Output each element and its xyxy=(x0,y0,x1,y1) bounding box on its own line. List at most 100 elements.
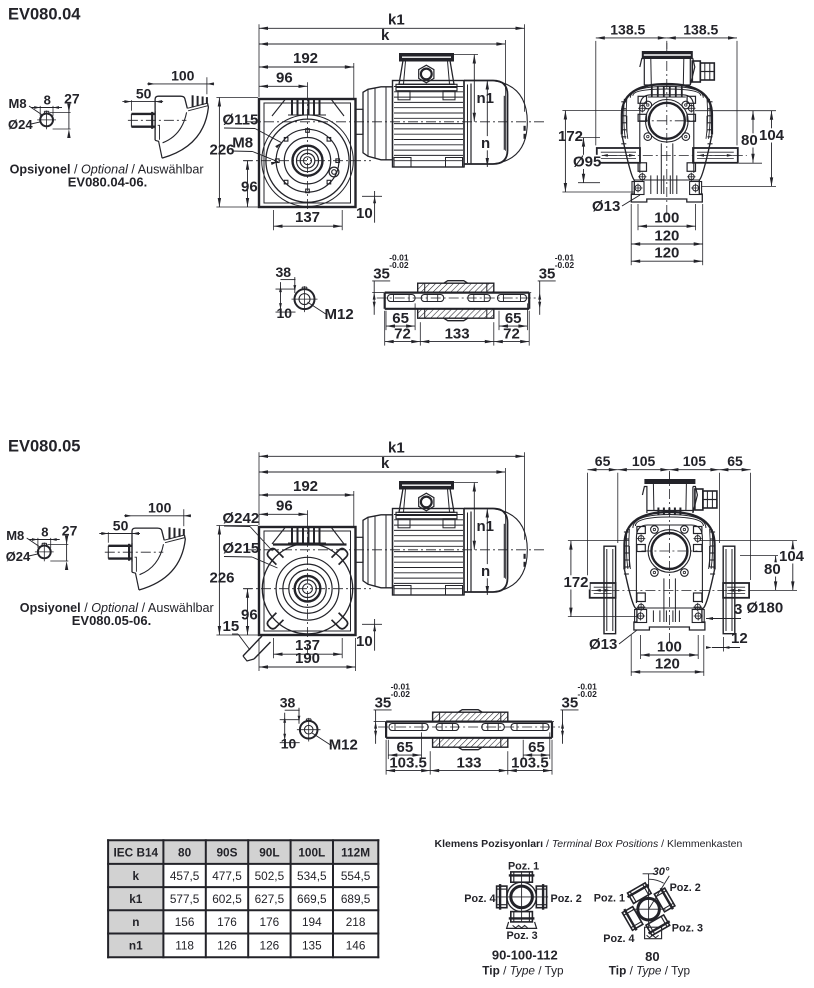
svg-text:133: 133 xyxy=(456,755,481,772)
svg-text:M8: M8 xyxy=(232,135,253,152)
svg-text:M12: M12 xyxy=(325,306,354,323)
svg-text:35: 35 xyxy=(539,265,556,282)
svg-text:126: 126 xyxy=(217,939,237,953)
svg-text:n1: n1 xyxy=(477,90,495,107)
svg-text:100: 100 xyxy=(171,67,195,83)
svg-text:100L: 100L xyxy=(298,845,325,859)
svg-text:65: 65 xyxy=(528,739,545,756)
svg-text:120: 120 xyxy=(654,227,679,244)
svg-text:138.5: 138.5 xyxy=(610,22,645,38)
svg-text:35: 35 xyxy=(375,694,392,711)
svg-text:-0.01: -0.01 xyxy=(555,252,575,262)
svg-text:Tip / Type / Typ: Tip / Type / Typ xyxy=(482,964,564,978)
svg-text:103.5: 103.5 xyxy=(389,755,427,772)
svg-text:80: 80 xyxy=(645,949,659,964)
svg-text:-0.02: -0.02 xyxy=(578,689,598,699)
svg-text:689,5: 689,5 xyxy=(341,892,371,906)
svg-text:226: 226 xyxy=(210,570,235,587)
svg-text:100: 100 xyxy=(148,499,172,515)
svg-text:k: k xyxy=(381,27,390,44)
svg-text:EV080.05-06.: EV080.05-06. xyxy=(72,613,152,628)
svg-text:Ø115: Ø115 xyxy=(223,112,259,129)
svg-text:Opsiyonel / Optional / Auswähl: Opsiyonel / Optional / Auswählbar xyxy=(10,163,204,177)
svg-text:118: 118 xyxy=(175,939,194,953)
svg-text:80: 80 xyxy=(764,561,781,578)
svg-text:502,5: 502,5 xyxy=(255,869,285,883)
svg-text:n: n xyxy=(481,135,490,152)
svg-text:90S: 90S xyxy=(217,845,238,859)
svg-text:38: 38 xyxy=(280,695,296,711)
svg-text:146: 146 xyxy=(346,939,366,953)
svg-text:EV080.05: EV080.05 xyxy=(8,438,80,456)
svg-text:Ø215: Ø215 xyxy=(223,540,260,557)
svg-text:120: 120 xyxy=(654,245,679,262)
svg-text:-0.01: -0.01 xyxy=(578,681,598,691)
svg-text:-0.02: -0.02 xyxy=(391,689,411,699)
svg-text:120: 120 xyxy=(655,655,680,672)
svg-text:k: k xyxy=(133,869,140,883)
svg-text:137: 137 xyxy=(295,209,320,226)
svg-text:Poz. 1: Poz. 1 xyxy=(594,893,625,905)
svg-text:90L: 90L xyxy=(259,845,279,859)
svg-text:457,5: 457,5 xyxy=(170,869,200,883)
svg-text:27: 27 xyxy=(64,90,80,106)
svg-text:-0.02: -0.02 xyxy=(555,260,575,270)
svg-text:65: 65 xyxy=(727,453,743,469)
svg-text:192: 192 xyxy=(293,50,318,67)
svg-text:Poz. 3: Poz. 3 xyxy=(506,930,537,942)
svg-text:103.5: 103.5 xyxy=(511,755,549,772)
svg-text:IEC B14: IEC B14 xyxy=(114,845,159,859)
svg-text:135: 135 xyxy=(302,939,322,953)
svg-text:35: 35 xyxy=(373,265,390,282)
svg-text:8: 8 xyxy=(44,92,51,107)
svg-text:156: 156 xyxy=(175,915,195,929)
svg-text:M8: M8 xyxy=(6,528,24,543)
svg-text:50: 50 xyxy=(113,517,129,533)
svg-text:96: 96 xyxy=(241,607,258,624)
svg-text:k1: k1 xyxy=(388,11,405,28)
svg-text:72: 72 xyxy=(503,326,520,343)
svg-text:-0.01: -0.01 xyxy=(389,252,409,262)
svg-text:-0.02: -0.02 xyxy=(389,260,409,270)
svg-text:15: 15 xyxy=(223,618,240,635)
svg-text:226: 226 xyxy=(210,142,235,159)
svg-text:554,5: 554,5 xyxy=(341,869,371,883)
svg-text:Poz. 4: Poz. 4 xyxy=(603,933,634,945)
svg-text:n1: n1 xyxy=(129,939,143,953)
svg-text:EV080.04: EV080.04 xyxy=(8,6,81,24)
svg-text:96: 96 xyxy=(241,179,258,196)
svg-text:k: k xyxy=(381,455,390,472)
svg-text:38: 38 xyxy=(276,264,292,280)
svg-text:Ø13: Ø13 xyxy=(589,636,617,653)
svg-text:n: n xyxy=(132,915,139,929)
svg-text:Poz. 4: Poz. 4 xyxy=(464,893,495,905)
svg-text:Ø95: Ø95 xyxy=(573,154,601,171)
svg-text:65: 65 xyxy=(505,310,522,327)
svg-text:112M: 112M xyxy=(341,845,370,859)
svg-text:10: 10 xyxy=(277,305,293,321)
svg-text:Poz. 3: Poz. 3 xyxy=(672,922,703,934)
svg-text:172: 172 xyxy=(558,128,583,145)
svg-text:10: 10 xyxy=(356,633,373,650)
svg-text:n1: n1 xyxy=(477,518,495,535)
svg-text:Ø13: Ø13 xyxy=(592,198,620,215)
svg-text:M8: M8 xyxy=(9,96,27,111)
svg-text:100: 100 xyxy=(657,638,682,655)
svg-text:218: 218 xyxy=(346,915,366,929)
svg-text:Klemens Pozisyonları / Termina: Klemens Pozisyonları / Terminal Box Posi… xyxy=(435,838,743,850)
svg-text:627,5: 627,5 xyxy=(255,892,285,906)
svg-text:Ø180: Ø180 xyxy=(747,600,784,617)
svg-text:96: 96 xyxy=(276,69,293,86)
svg-text:10: 10 xyxy=(281,736,297,752)
svg-text:176: 176 xyxy=(217,915,237,929)
svg-text:172: 172 xyxy=(564,574,589,591)
svg-text:50: 50 xyxy=(136,86,152,102)
svg-text:Poz. 2: Poz. 2 xyxy=(551,893,582,905)
svg-text:EV080.04-06.: EV080.04-06. xyxy=(68,175,148,190)
svg-text:-0.01: -0.01 xyxy=(391,681,411,691)
svg-text:133: 133 xyxy=(445,326,470,343)
svg-text:194: 194 xyxy=(302,915,322,929)
svg-text:96: 96 xyxy=(276,497,293,514)
svg-text:669,5: 669,5 xyxy=(297,892,327,906)
svg-text:534,5: 534,5 xyxy=(297,869,327,883)
